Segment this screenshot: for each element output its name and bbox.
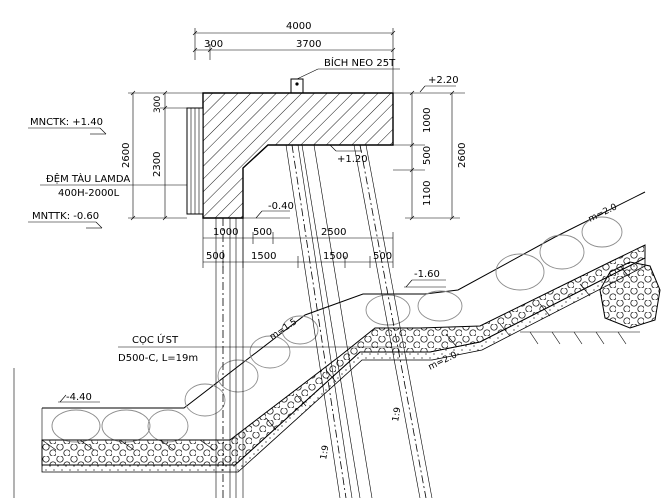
bollard-icon xyxy=(290,68,400,94)
right-hatch-ticks xyxy=(520,331,640,345)
mnttk-label: MNTTK: -0.60 xyxy=(32,211,99,222)
dim-below-500a: 500 xyxy=(253,227,272,238)
bollard-label: BÍCH NEO 25T xyxy=(324,56,396,69)
fender-title: ĐỆM TÀU LAMDA xyxy=(46,172,130,185)
dim-right-1100: 1100 xyxy=(422,181,433,206)
level-seabed: -4.40 xyxy=(66,392,92,403)
level-crest-marker xyxy=(404,279,446,288)
dim-row2-1500a: 1500 xyxy=(251,251,276,262)
ground-hatch-ticks xyxy=(41,265,631,451)
dim-row2-1500b: 1500 xyxy=(323,251,348,262)
vertical-piles xyxy=(215,218,244,498)
rubble-mound xyxy=(599,261,661,329)
level-mid: +1.20 xyxy=(337,154,368,165)
level-crest: -1.60 xyxy=(414,269,440,280)
level-top: +2.20 xyxy=(428,75,459,86)
dim-right-2600: 2600 xyxy=(457,143,468,168)
dim-below-1000: 1000 xyxy=(213,227,238,238)
pile-cap xyxy=(202,92,394,219)
dim-right-span: 3700 xyxy=(296,39,321,50)
pile-spec: D500-C, L=19m xyxy=(118,353,198,364)
below-cap-dimensions xyxy=(202,218,394,268)
right-level-markers xyxy=(329,85,465,221)
slope-m15: m=1.5 xyxy=(268,317,299,342)
dim-row2-500b: 500 xyxy=(373,251,392,262)
dim-cap-upper: 300 xyxy=(153,96,163,113)
fender xyxy=(186,107,204,215)
dim-cap-total-height: 2600 xyxy=(121,143,132,168)
batter-ratio-a: 1:9 xyxy=(319,444,331,460)
dim-right-500: 500 xyxy=(422,146,433,165)
mnctk-marker xyxy=(28,127,107,135)
level-cap-bottom-marker xyxy=(243,210,290,219)
slope-m20b: m=2.0 xyxy=(587,202,619,225)
top-dimension-lines xyxy=(192,28,396,92)
fender-spec: 400H-2000L xyxy=(58,188,120,199)
dim-cap-main: 2300 xyxy=(152,152,163,177)
dim-right-1000: 1000 xyxy=(422,108,433,133)
mnttk-marker xyxy=(28,221,103,229)
mnctk-label: MNCTK: +1.40 xyxy=(30,117,103,128)
dim-left-offset: 300 xyxy=(204,39,223,50)
batter-piles xyxy=(285,144,433,498)
pile-title: CỌC ỨST xyxy=(132,333,179,346)
level-seabed-marker xyxy=(58,394,100,403)
dim-below-2500: 2500 xyxy=(321,227,346,238)
level-cap-bottom: -0.40 xyxy=(268,201,294,212)
left-vertical-dimensions xyxy=(128,90,203,221)
batter-ratio-b: 1:9 xyxy=(391,406,403,422)
dim-row2-500a: 500 xyxy=(206,251,225,262)
dim-total-width: 4000 xyxy=(286,21,311,32)
